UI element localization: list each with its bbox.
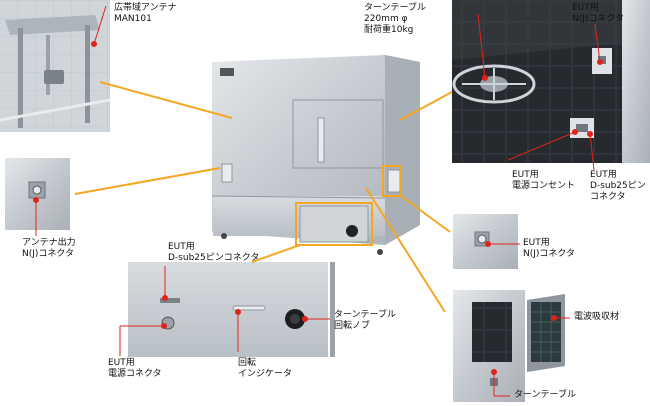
open-chamber-photo	[453, 290, 565, 402]
antenna-photo	[0, 0, 111, 132]
label-wideband-antenna: 広帯域アンテナ MAN101	[114, 3, 177, 24]
label-rotation-indicator: 回転 インジケータ	[238, 358, 293, 379]
label-eut-power-connector: EUT用 電源コネクタ	[108, 358, 162, 379]
label-antenna-output: アンテナ出力 N(J)コネクタ	[22, 238, 76, 259]
callout-lines	[74, 81, 453, 313]
label-eut-dsub-bottom: EUT用 D-sub25ピンコネクタ	[168, 242, 260, 263]
label-turntable-spec: ターンテーブル 220mm φ 耐荷重10kg	[364, 3, 427, 35]
label-turntable: ターンテーブル	[514, 390, 577, 400]
antenna-output-panel-photo	[5, 158, 70, 230]
shield-box-photo	[211, 55, 420, 255]
interior-photo	[452, 0, 650, 163]
red-markers	[33, 5, 603, 397]
rear-panel-photo	[128, 262, 335, 357]
label-eut-power-outlet: EUT用 電源コンセント	[512, 170, 576, 191]
label-eut-n-connector-top: EUT用 N(J)コネクタ	[572, 3, 625, 24]
eut-n-connector-panel-photo	[453, 214, 518, 269]
label-rf-absorber: 電波吸収材	[574, 312, 620, 322]
label-eut-n-connector-right: EUT用 N(J)コネクタ	[523, 238, 576, 259]
label-eut-dsub-top: EUT用 D-sub25ピン コネクタ	[590, 170, 646, 202]
label-turntable-knob: ターンテーブル 回転ノブ	[334, 310, 397, 331]
